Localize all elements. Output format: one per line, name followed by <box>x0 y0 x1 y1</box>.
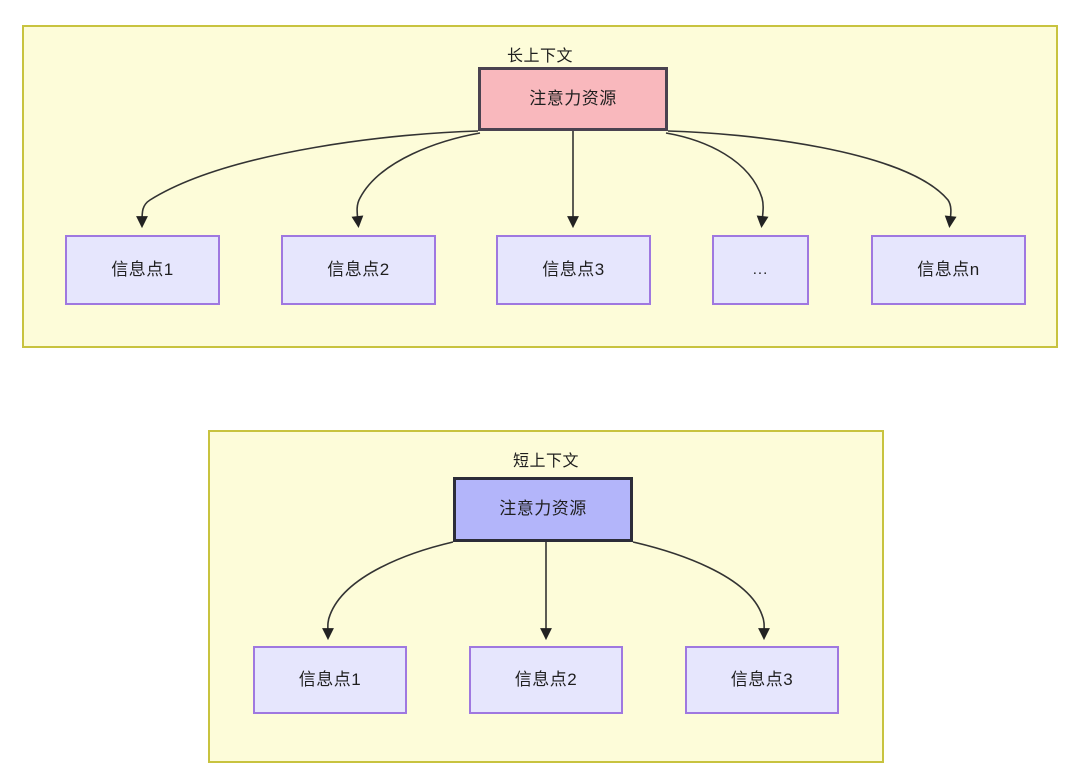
node-info-1[interactable] <box>65 235 220 305</box>
node-attention-short[interactable] <box>453 477 633 542</box>
edge-attention-long-to-info-1-0 <box>136 130 479 229</box>
edge-attention-short-to-short-info-1-0 <box>322 541 454 641</box>
node-info-n[interactable] <box>871 235 1026 305</box>
node-short-info-1[interactable] <box>253 646 407 714</box>
edge-attention-short-to-short-info-3-2 <box>632 541 770 641</box>
node-info-3[interactable] <box>496 235 651 305</box>
node-short-info-3[interactable] <box>685 646 839 714</box>
edge-attention-long-to-info-2-1 <box>351 132 481 229</box>
node-attention-long[interactable] <box>478 67 668 131</box>
node-info-ellipsis[interactable] <box>712 235 809 305</box>
edge-attention-long-to-info-ellipsis-3 <box>665 132 769 229</box>
edge-attention-long-to-info-n-4 <box>667 130 957 229</box>
node-short-info-2[interactable] <box>469 646 623 714</box>
node-info-2[interactable] <box>281 235 436 305</box>
